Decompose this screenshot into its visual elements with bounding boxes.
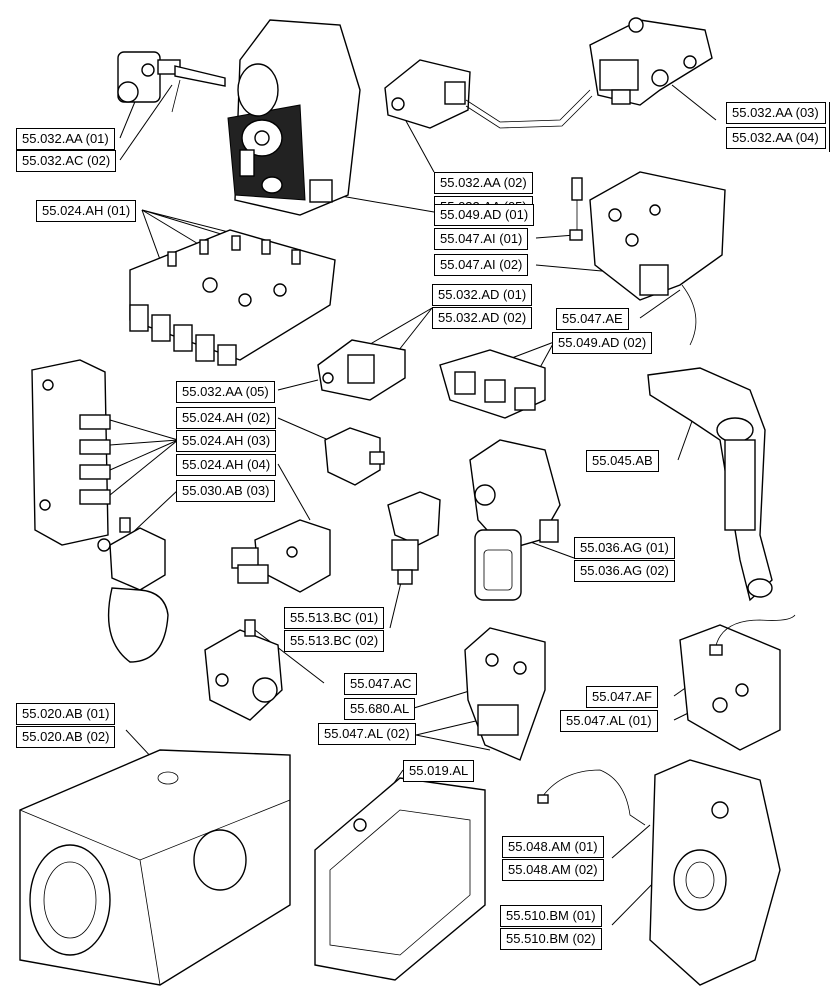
valve-block-lower-right <box>679 614 796 751</box>
callout-55-047-ai-02[interactable]: 55.047.AI (02) <box>434 254 529 276</box>
callout-55-513-bc-01[interactable]: 55.513.BC (01) <box>284 607 385 629</box>
callout-55-020-ab-01[interactable]: 55.020.AB (01) <box>16 703 116 725</box>
transmission-housing <box>19 749 291 986</box>
callout-55-047-ae[interactable]: 55.047.AE <box>556 308 629 330</box>
small-valve <box>324 427 385 486</box>
pump-with-filter <box>469 439 561 601</box>
callout-55-048-am-01[interactable]: 55.048.AM (01) <box>502 836 604 858</box>
callout-55-032-ac-02[interactable]: 55.032.AC (02) <box>16 150 117 172</box>
callout-55-032-aa-03[interactable]: 55.032.AA (03) <box>726 102 826 124</box>
valve-manifold <box>129 229 336 366</box>
accumulator <box>97 517 169 663</box>
control-valve-assembly <box>117 51 226 113</box>
callout-55-032-aa-04[interactable]: 55.032.AA (04) <box>726 127 826 149</box>
control-valve-stack <box>589 17 713 106</box>
solenoid-valve-mid <box>317 339 406 401</box>
callout-55-047-al-01[interactable]: 55.047.AL (01) <box>560 710 658 732</box>
valve-stack-lower <box>464 627 546 761</box>
callout-55-510-bm-01[interactable]: 55.510.BM (01) <box>500 905 602 927</box>
valve-block-right <box>569 171 726 346</box>
callout-55-049-ad-02[interactable]: 55.049.AD (02) <box>552 332 653 354</box>
callout-55-047-af[interactable]: 55.047.AF <box>586 686 658 708</box>
callout-55-024-ah-03[interactable]: 55.024.AH (03) <box>176 430 277 452</box>
callout-55-020-ab-02[interactable]: 55.020.AB (02) <box>16 726 116 748</box>
callout-55-030-ab-03[interactable]: 55.030.AB (03) <box>176 480 276 502</box>
callout-55-036-ag-02[interactable]: 55.036.AG (02) <box>574 560 675 582</box>
callout-55-049-ad-01[interactable]: 55.049.AD (01) <box>434 204 535 226</box>
callout-55-047-ai-01[interactable]: 55.047.AI (01) <box>434 228 529 250</box>
callout-55-024-ah-04[interactable]: 55.024.AH (04) <box>176 454 277 476</box>
solenoid-block-top <box>384 59 593 129</box>
hydraulic-cylinder <box>647 367 773 602</box>
solenoid-valve-lower <box>231 519 331 593</box>
valve-stack-center <box>439 349 546 419</box>
callout-55-680-al[interactable]: 55.680.AL <box>344 698 416 720</box>
side-manifold-block <box>31 359 111 546</box>
hydraulic-cover <box>537 759 781 986</box>
callout-55-032-ad-02[interactable]: 55.032.AD (02) <box>432 307 533 329</box>
callout-55-032-aa-05[interactable]: 55.032.AA (05) <box>176 381 275 403</box>
callout-55-513-bc-02[interactable]: 55.513.BC (02) <box>284 630 385 652</box>
pressure-valve <box>387 491 441 585</box>
callout-55-032-ad-01[interactable]: 55.032.AD (01) <box>432 284 533 306</box>
callout-55-032-aa-02[interactable]: 55.032.AA (02) <box>434 172 533 194</box>
callout-55-510-bm-02[interactable]: 55.510.BM (02) <box>500 928 602 950</box>
callout-55-036-ag-01[interactable]: 55.036.AG (01) <box>574 537 675 559</box>
gearbox-housing <box>227 19 361 216</box>
callout-55-024-ah-02[interactable]: 55.024.AH (02) <box>176 407 277 429</box>
rear-housing <box>314 777 486 981</box>
callout-55-045-ab[interactable]: 55.045.AB <box>586 450 659 472</box>
valve-block-lower-left <box>204 619 283 721</box>
callout-group-55-032-aa-03-04: 55.032.AA (03) 55.032.AA (04) <box>716 102 830 152</box>
callout-55-032-aa-01[interactable]: 55.032.AA (01) <box>16 128 115 150</box>
callout-55-047-ac[interactable]: 55.047.AC <box>344 673 418 695</box>
callout-55-047-al-02[interactable]: 55.047.AL (02) <box>318 723 416 745</box>
callout-55-019-al[interactable]: 55.019.AL <box>403 760 475 782</box>
callout-55-048-am-02[interactable]: 55.048.AM (02) <box>502 859 604 881</box>
callout-55-024-ah-01[interactable]: 55.024.AH (01) <box>36 200 137 222</box>
